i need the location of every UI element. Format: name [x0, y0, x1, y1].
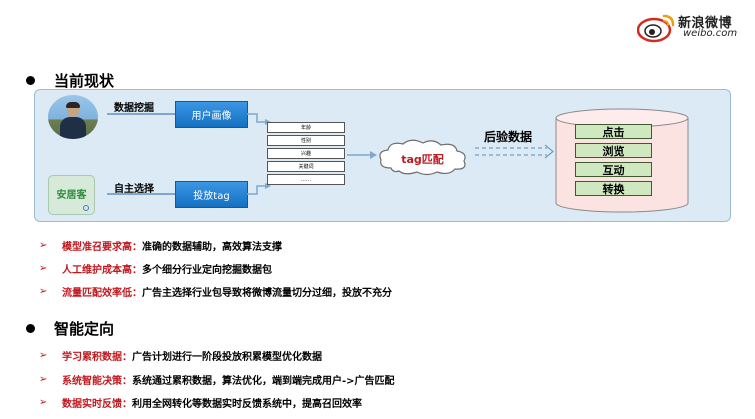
- tag-to-match-arrow: [347, 151, 377, 159]
- point-key: 系统智能决策：: [62, 376, 132, 387]
- self-select-label: 自主选择: [114, 184, 154, 195]
- metric-view: 浏览: [575, 143, 652, 158]
- tag-item-keyword: 关键词: [267, 161, 345, 172]
- point-key: 模型准召要求高：: [62, 242, 142, 253]
- point-value: 利用全网转化等数据实时反馈系统中，提高召回效率: [132, 399, 362, 410]
- app-name: 安居客: [56, 190, 87, 201]
- current-point: ➢ 人工维护成本高： 多个细分行业定向挖掘数据包: [39, 261, 272, 276]
- metric-interact: 互动: [575, 162, 652, 177]
- point-value: 广告计划进行一阶段投放积累模型优化数据: [132, 352, 322, 363]
- section-title-text: 智能定向: [54, 320, 115, 338]
- point-key: 流量匹配效率低：: [62, 288, 142, 299]
- section-title-smart: 智能定向: [26, 318, 114, 339]
- brand-name-en: weibo.com: [683, 28, 738, 39]
- point-value: 广告主选择行业包导致将微博流量切分过细，投放不充分: [142, 288, 392, 299]
- metric-click: 点击: [575, 124, 652, 139]
- user-profile-label: 用户画像: [191, 111, 232, 122]
- tag-item-gender: 性别: [267, 135, 345, 146]
- point-value: 准确的数据辅助，高效算法支撑: [142, 242, 282, 253]
- diamond-arrow-icon: ➢: [39, 240, 48, 251]
- brand-name-cn: 新浪微博: [678, 16, 733, 31]
- diamond-arrow-icon: ➢: [39, 397, 48, 408]
- bullet-dot-icon: [26, 324, 35, 333]
- anjuke-app-icon: 安居客: [48, 175, 95, 215]
- bullet-dot-icon: [26, 76, 35, 85]
- flow-diagram: 安居客 数据挖掘 自主选择 用户画像 投放tag 年龄 性别 兴趣 关键词 ………: [34, 89, 731, 222]
- section-title-text: 当前现状: [54, 72, 115, 90]
- diamond-arrow-icon: ➢: [39, 263, 48, 274]
- tag-list: 年龄 性别 兴趣 关键词 ……: [267, 122, 345, 187]
- weibo-logo: 新浪微博 weibo.com: [637, 9, 749, 43]
- point-value: 系统通过累积数据，算法优化，端到端完成用户->广告匹配: [132, 376, 395, 387]
- ad-tag-label: 投放tag: [193, 191, 230, 202]
- point-value: 多个细分行业定向挖掘数据包: [142, 265, 272, 276]
- diamond-arrow-icon: ➢: [39, 374, 48, 385]
- tag-item-more: ……: [267, 174, 345, 185]
- current-point: ➢ 模型准召要求高： 准确的数据辅助，高效算法支撑: [39, 238, 282, 253]
- post-verify-label: 后验数据: [484, 130, 533, 144]
- tag-match-label: tag匹配: [401, 153, 444, 166]
- diamond-arrow-icon: ➢: [39, 286, 48, 297]
- data-mining-label: 数据挖掘: [114, 103, 154, 114]
- smart-point: ➢ 系统智能决策： 系统通过累积数据，算法优化，端到端完成用户->广告匹配: [39, 372, 395, 387]
- diamond-arrow-icon: ➢: [39, 350, 48, 361]
- section-title-current: 当前现状: [26, 70, 114, 91]
- arrow-line: [107, 193, 177, 195]
- point-key: 学习累积数据：: [62, 352, 132, 363]
- current-point: ➢ 流量匹配效率低： 广告主选择行业包导致将微博流量切分过细，投放不充分: [39, 284, 392, 299]
- arrow-line: [107, 113, 177, 115]
- connector-arrows: [247, 113, 271, 195]
- smart-point: ➢ 数据实时反馈： 利用全网转化等数据实时反馈系统中，提高召回效率: [39, 395, 362, 410]
- tag-item-age: 年龄: [267, 122, 345, 133]
- advertiser-avatar: [48, 95, 98, 139]
- smart-point: ➢ 学习累积数据： 广告计划进行一阶段投放积累模型优化数据: [39, 348, 322, 363]
- user-profile-box: 用户画像: [175, 101, 248, 128]
- point-key: 人工维护成本高：: [62, 265, 142, 276]
- dashed-arrow: [475, 144, 554, 159]
- ad-tag-box: 投放tag: [175, 181, 248, 208]
- point-key: 数据实时反馈：: [62, 399, 132, 410]
- tag-match-cloud: tag匹配: [375, 138, 470, 176]
- metric-convert: 转换: [575, 181, 652, 196]
- weibo-eye-icon: [637, 14, 675, 43]
- tag-item-interest: 兴趣: [267, 148, 345, 159]
